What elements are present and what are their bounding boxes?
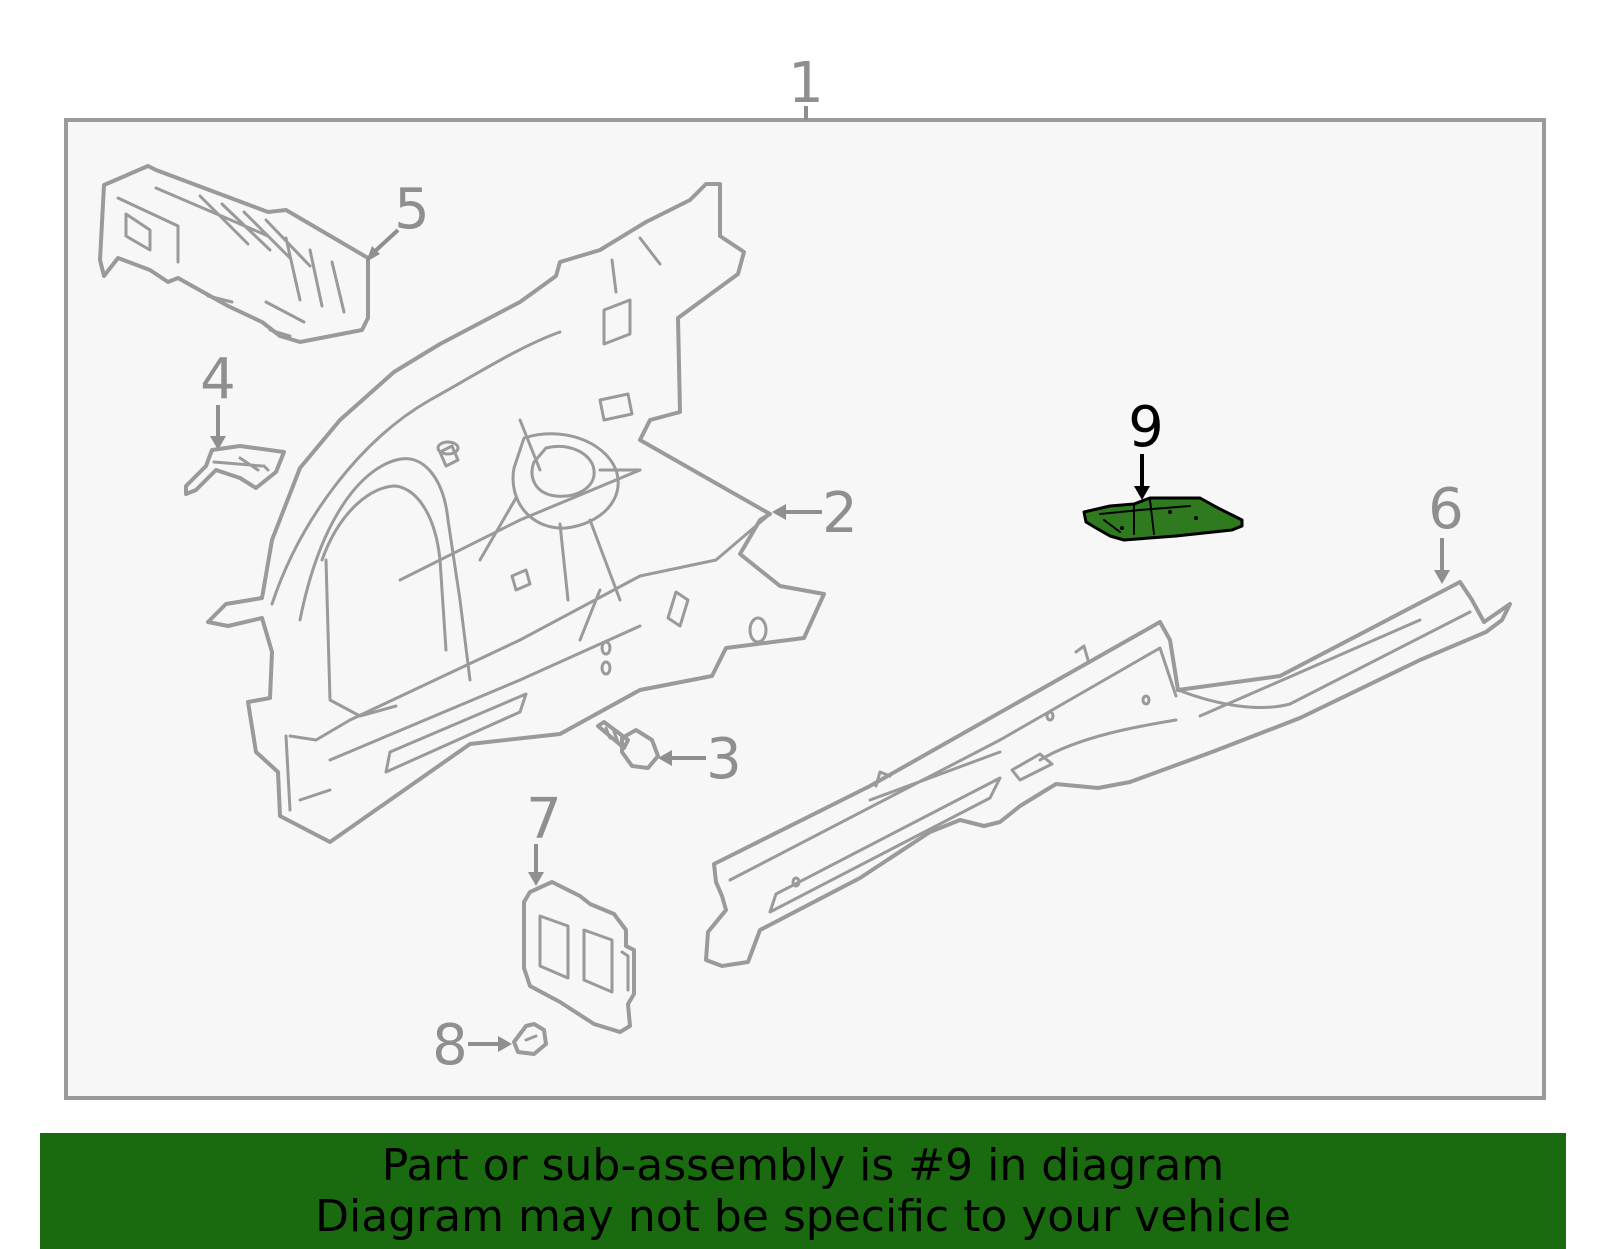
callout-8: 8	[432, 1013, 468, 1078]
callout-9: 9	[1128, 395, 1164, 460]
callout-3-arrowhead	[658, 750, 672, 766]
callout-2: 2	[822, 481, 858, 546]
callout-1: 1	[788, 51, 824, 116]
callout-9-arrowhead	[1134, 486, 1150, 500]
part-9-highlighted-bracket[interactable]	[1082, 496, 1244, 542]
callout-5-arrow	[370, 228, 400, 256]
part-6-side-rail[interactable]	[704, 580, 1512, 968]
vehicle-fit-banner: Part or sub-assembly is #9 in diagram Di…	[40, 1133, 1566, 1249]
banner-line-1: Part or sub-assembly is #9 in diagram	[381, 1140, 1225, 1191]
part-2-front-apron-assembly[interactable]	[206, 182, 826, 844]
part-8-clip[interactable]	[512, 1022, 548, 1056]
part-5-apron-reinforcement[interactable]	[98, 164, 370, 344]
callout-5-arrowhead	[366, 246, 380, 262]
callout-7: 7	[526, 787, 562, 852]
part-3-bolt[interactable]	[596, 720, 660, 770]
callout-7-arrowhead	[528, 872, 544, 886]
part-4-bracket[interactable]	[184, 444, 286, 496]
assembly-frame	[64, 118, 1546, 1100]
callout-5: 5	[394, 177, 430, 242]
part-7-plate[interactable]	[522, 880, 636, 1034]
banner-line-2: Diagram may not be specific to your vehi…	[315, 1191, 1291, 1242]
parts-diagram: 1 5 4 2	[64, 51, 1546, 1100]
callout-2-arrowhead	[772, 504, 786, 520]
callout-4-arrowhead	[210, 436, 226, 450]
callout-3: 3	[706, 727, 742, 792]
callout-4: 4	[200, 347, 236, 412]
callout-6-arrowhead	[1434, 570, 1450, 584]
callout-8-arrowhead	[498, 1036, 512, 1052]
callout-6: 6	[1428, 477, 1464, 542]
